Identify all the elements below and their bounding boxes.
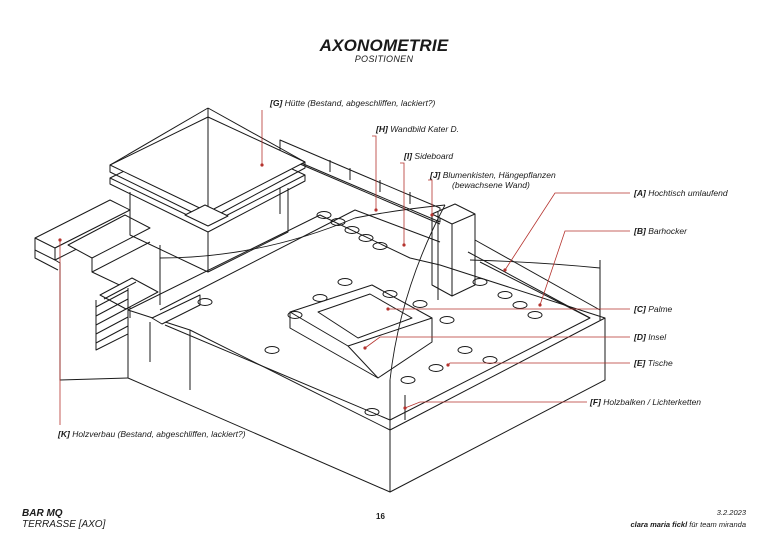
author-name: clara maria fickl <box>630 520 688 529</box>
author: clara maria fickl für team miranda <box>630 520 746 529</box>
label-k-text: Holzverbau (Bestand, abgeschliffen, lack… <box>72 429 246 439</box>
label-k: [K] Holzverbau (Bestand, abgeschliffen, … <box>58 429 246 439</box>
label-e-code: [E] <box>634 358 646 368</box>
label-f: [F] Holzbalken / Lichterketten <box>590 397 701 407</box>
label-d: [D] Insel <box>634 332 666 342</box>
label-i: [I] Sideboard <box>404 151 453 161</box>
label-e-text: Tische <box>647 358 673 368</box>
furniture <box>197 211 543 416</box>
label-b: [B] Barhocker <box>634 226 687 236</box>
label-a: [A] Hochtisch umlaufend <box>634 188 728 198</box>
label-c-code: [C] <box>634 304 646 314</box>
label-g-code: [G] <box>270 98 283 108</box>
label-f-text: Holzbalken / Lichterketten <box>603 397 702 407</box>
page-subtitle: POSITIONEN <box>354 54 414 64</box>
leader-lines <box>59 110 630 425</box>
page-number: 16 <box>376 512 385 521</box>
label-a-code: [A] <box>634 188 646 198</box>
label-h-text: Wandbild Kater D. <box>390 124 460 134</box>
page-title: AXONOMETRIE <box>319 36 449 55</box>
label-b-code: [B] <box>634 226 646 236</box>
stairs <box>95 277 159 378</box>
label-j-text: Blumenkisten, Hängepflanzen <box>442 170 556 180</box>
label-k-code: [K] <box>58 429 70 439</box>
label-d-text: Insel <box>648 332 667 342</box>
label-g: [G] Hütte (Bestand, abgeschliffen, lacki… <box>270 98 435 108</box>
label-c-text: Palme <box>648 304 673 314</box>
label-b-text: Barhocker <box>648 226 687 236</box>
label-i-text: Sideboard <box>414 151 454 161</box>
posts <box>159 212 601 425</box>
project-name: BAR MQ <box>22 508 63 519</box>
string-lights <box>159 204 601 381</box>
sheet-name: TERRASSE [AXO] <box>22 519 106 530</box>
terrace-walls <box>127 209 606 493</box>
label-e: [E] Tische <box>634 358 673 368</box>
label-j-text2: (bewachsene Wand) <box>452 180 530 190</box>
label-j-code: [J] <box>430 170 441 180</box>
label-h-code: [H] <box>376 124 388 134</box>
label-c: [C] Palme <box>634 304 672 314</box>
label-a-text: Hochtisch umlaufend <box>648 188 728 198</box>
author-suffix: für team miranda <box>689 520 746 529</box>
label-f-code: [F] <box>590 397 601 407</box>
label-d-code: [D] <box>634 332 646 342</box>
label-i-code: [I] <box>404 151 413 161</box>
label-g-text: Hütte (Bestand, abgeschliffen, lackiert?… <box>284 98 436 108</box>
label-j: [J] Blumenkisten, Hängepflanzen (bewachs… <box>430 170 556 190</box>
date: 3.2.2023 <box>716 508 746 517</box>
hut <box>109 107 306 273</box>
island <box>289 284 433 379</box>
leader-dots <box>58 163 542 410</box>
label-h: [H] Wandbild Kater D. <box>376 124 459 134</box>
